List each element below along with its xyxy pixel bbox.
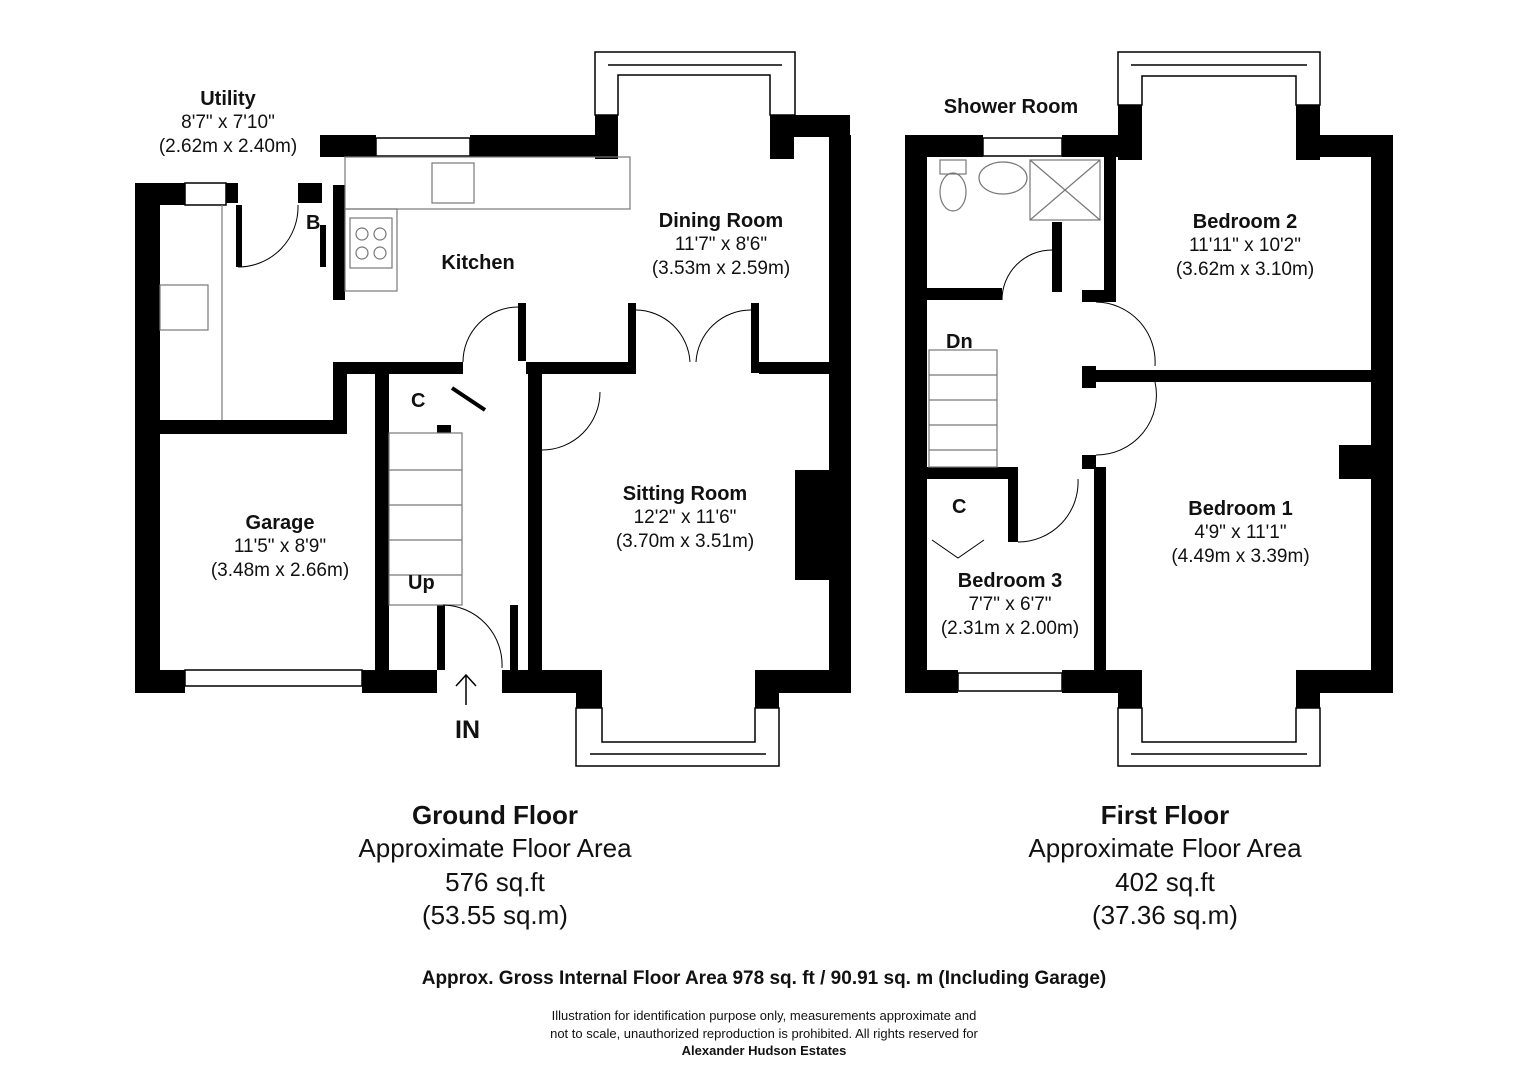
ground-floor-windows	[184, 51, 796, 767]
kitchen-name: Kitchen	[441, 252, 515, 274]
shower-room-name: Shower Room	[943, 96, 1079, 118]
bedroom-1-metric: (4.49m x 3.39m)	[1171, 545, 1310, 567]
bedroom-2-imperial: 11'11" x 10'2"	[1189, 235, 1301, 257]
ground-floor-fixtures	[159, 156, 631, 606]
utility-metric: (2.62m x 2.40m)	[158, 135, 298, 157]
first-floor-doors	[931, 249, 1157, 559]
bedroom-2-label: Bedroom 2 11'11" x 10'2" (3.62m x 3.10m)	[1150, 210, 1340, 281]
first-floor-sqft: 402 sq.ft	[1115, 866, 1215, 897]
cupboard-tag-ground: C	[411, 390, 426, 412]
entrance-tag: IN	[455, 716, 480, 744]
bedroom-3-name: Bedroom 3	[957, 570, 1063, 592]
dining-room-label: Dining Room 11'7" x 8'6" (3.53m x 2.59m)	[628, 209, 814, 280]
boiler-tag: B	[306, 212, 321, 234]
cupboard-tag-first: C	[952, 496, 967, 518]
stairs-up-tag: Up	[408, 572, 435, 594]
ground-floor-sqm: (53.55 sq.m)	[422, 900, 568, 931]
sitting-room-name: Sitting Room	[622, 483, 748, 505]
disclaimer-line-1: Illustration for identification purpose …	[551, 1008, 977, 1023]
bedroom-1-label: Bedroom 1 4'9" x 11'1" (4.49m x 3.39m)	[1148, 497, 1333, 568]
ground-floor-sqft: 576 sq.ft	[445, 866, 545, 897]
gross-floor-area: Approx. Gross Internal Floor Area 978 sq…	[421, 968, 1107, 989]
ground-floor-doors	[237, 204, 752, 705]
garage-name: Garage	[245, 512, 315, 534]
utility-label: Utility 8'7" x 7'10" (2.62m x 2.40m)	[143, 87, 313, 158]
dining-room-imperial: 11'7" x 8'6"	[674, 234, 768, 256]
disclaimer-line-2: not to scale, unauthorized reproduction …	[550, 1025, 978, 1041]
sitting-room-metric: (3.70m x 3.51m)	[615, 530, 755, 552]
ground-floor-title: Ground Floor	[411, 800, 579, 830]
bedroom-1-name: Bedroom 1	[1188, 498, 1293, 520]
bedroom-3-label: Bedroom 3 7'7" x 6'7" (2.31m x 2.00m)	[927, 569, 1093, 640]
dining-room-metric: (3.53m x 2.59m)	[651, 257, 791, 279]
first-floor-sqm: (37.36 sq.m)	[1092, 900, 1238, 931]
garage-label: Garage 11'5" x 8'9" (3.48m x 2.66m)	[190, 511, 370, 582]
first-floor-walls	[905, 105, 1393, 708]
sitting-room-label: Sitting Room 12'2" x 11'6" (3.70m x 3.51…	[595, 482, 775, 553]
bedroom-3-metric: (2.31m x 2.00m)	[940, 617, 1080, 639]
company-name: Alexander Hudson Estates	[681, 1043, 847, 1059]
kitchen-label: Kitchen	[418, 251, 538, 275]
first-floor-summary: First Floor Approximate Floor Area 402 s…	[990, 800, 1340, 933]
bedroom-2-metric: (3.62m x 3.10m)	[1175, 258, 1315, 280]
ground-floor-summary: Ground Floor Approximate Floor Area 576 …	[320, 800, 670, 933]
ground-floor-walls	[135, 115, 851, 708]
disclaimer: Illustration for identification purpose …	[0, 1007, 1528, 1060]
dining-room-name: Dining Room	[658, 210, 784, 232]
sitting-room-imperial: 12'2" x 11'6"	[633, 507, 737, 529]
garage-imperial: 11'5" x 8'9"	[233, 536, 327, 558]
bedroom-3-imperial: 7'7" x 6'7"	[968, 594, 1052, 616]
first-floor-area-label: Approximate Floor Area	[1028, 832, 1302, 863]
stairs-down-tag: Dn	[946, 331, 973, 353]
bedroom-2-name: Bedroom 2	[1192, 211, 1298, 233]
bedroom-1-imperial: 4'9" x 11'1"	[1194, 522, 1287, 544]
first-floor-fixtures	[928, 159, 1101, 468]
utility-name: Utility	[200, 88, 256, 110]
utility-imperial: 8'7" x 7'10"	[181, 112, 275, 134]
first-floor-windows	[907, 51, 1321, 767]
first-floor-title: First Floor	[1100, 800, 1230, 830]
ground-floor-area-label: Approximate Floor Area	[358, 832, 632, 863]
garage-metric: (3.48m x 2.66m)	[210, 559, 350, 581]
shower-room-label: Shower Room	[928, 95, 1094, 119]
